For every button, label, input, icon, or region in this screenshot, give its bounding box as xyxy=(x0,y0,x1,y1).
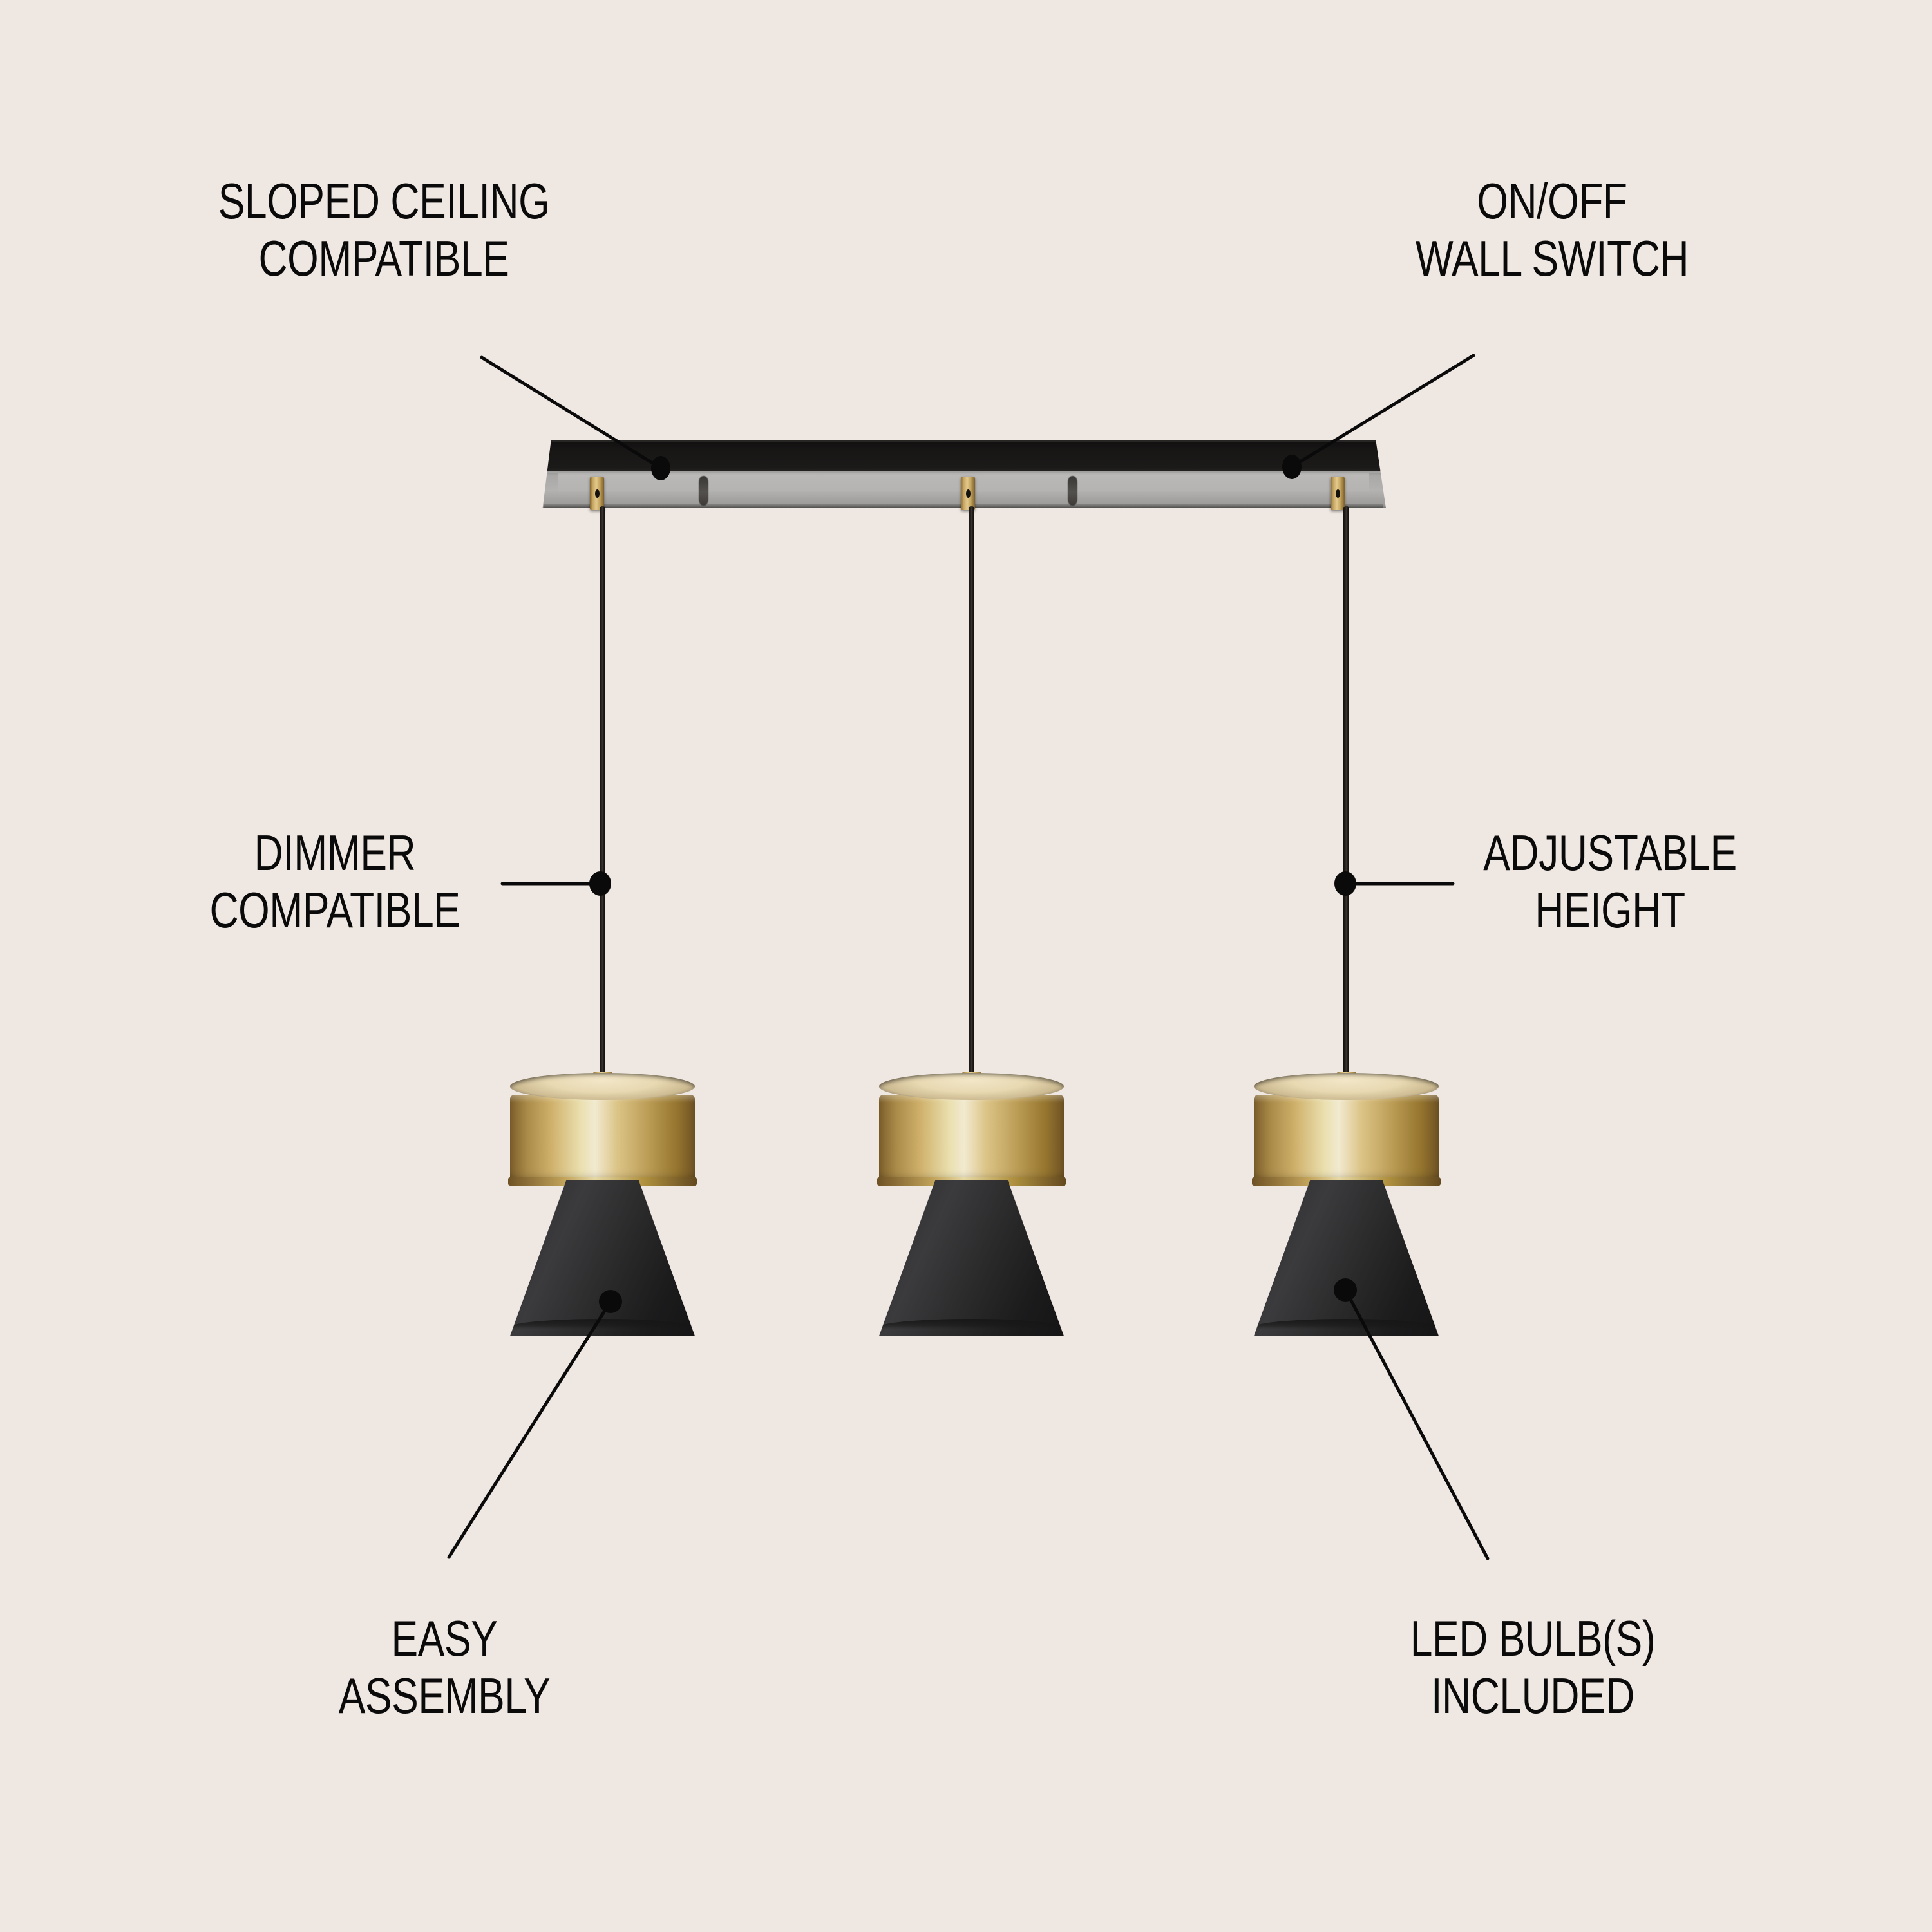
callout-label-sloped-ceiling: SLOPED CEILING COMPATIBLE xyxy=(218,173,550,287)
canopy-seam xyxy=(543,471,1384,473)
pendant-right-shade xyxy=(1254,1180,1439,1336)
pendant-center-inner-rim xyxy=(879,1073,1064,1100)
cord-right xyxy=(1343,506,1349,1096)
cord-left xyxy=(600,506,605,1096)
callout-label-led-bulbs: LED BULB(S) INCLUDED xyxy=(1410,1610,1656,1724)
pendant-right-socket xyxy=(1252,1095,1441,1186)
pendant-right-inner-rim xyxy=(1254,1073,1439,1100)
canopy-slot-2 xyxy=(1068,476,1077,506)
canopy-top-edge xyxy=(551,440,1376,442)
leader-line-easy-assembly xyxy=(447,1303,611,1559)
pendant-left-rim-shadow xyxy=(510,1319,695,1336)
callout-label-dimmer: DIMMER COMPATIBLE xyxy=(209,824,460,938)
cord-center xyxy=(969,506,974,1096)
callout-label-easy-assembly: EASY ASSEMBLY xyxy=(338,1610,551,1724)
pendant-left-socket xyxy=(508,1095,697,1186)
pendant-left-shade xyxy=(510,1180,695,1336)
pendant-center-rim-shadow xyxy=(879,1319,1064,1336)
brass-grommet-right xyxy=(1331,477,1345,510)
ceiling-canopy-bar xyxy=(541,440,1386,510)
brass-grommet-left xyxy=(590,477,604,510)
callout-label-adjustable-height: ADJUSTABLE HEIGHT xyxy=(1483,824,1737,938)
pendant-center-socket xyxy=(877,1095,1066,1186)
pendant-left-inner-rim xyxy=(510,1073,695,1100)
brass-grommet-center xyxy=(961,477,975,510)
pendant-right-rim-shadow xyxy=(1254,1319,1439,1336)
canopy-slot-1 xyxy=(699,476,708,506)
pendant-center-shade xyxy=(879,1180,1064,1336)
callout-label-on-off-switch: ON/OFF WALL SWITCH xyxy=(1415,173,1689,287)
